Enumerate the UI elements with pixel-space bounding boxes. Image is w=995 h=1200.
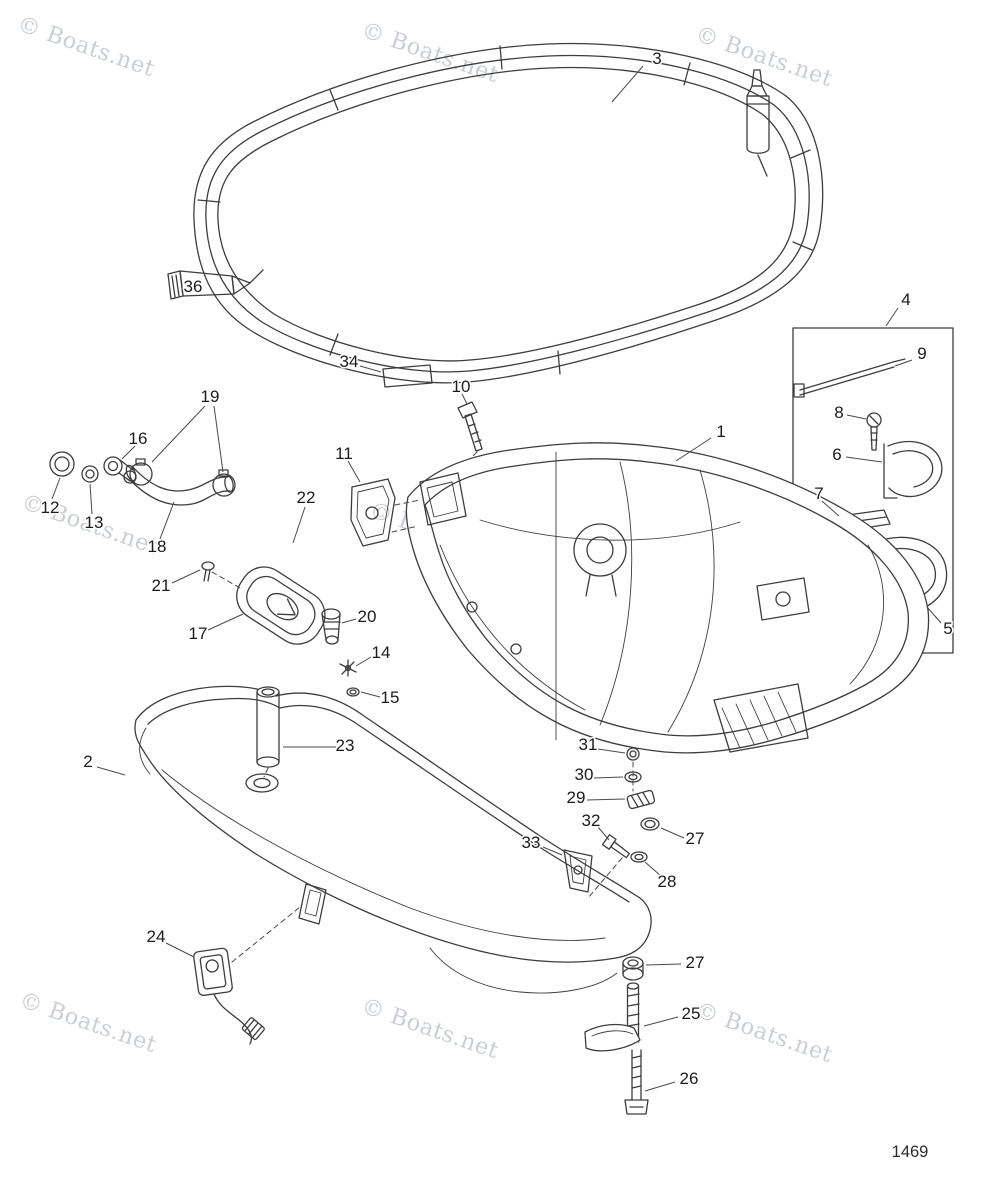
part-label-28: 28	[658, 872, 677, 891]
grommet-12-drawing	[49, 451, 75, 477]
part-label-33: 33	[522, 833, 541, 852]
part-label-16: 16	[129, 429, 148, 448]
hose-clamps-19-drawing	[129, 458, 236, 497]
hardware-stack-drawing	[587, 747, 660, 899]
part-label-22: 22	[297, 488, 316, 507]
part-label-17: 17	[189, 624, 208, 643]
part-label-34: 34	[340, 352, 359, 371]
part-label-19: 19	[201, 387, 220, 406]
page-code: 1469	[892, 1143, 929, 1161]
part-label-4: 4	[901, 290, 910, 309]
watermark: © Boats.net	[358, 993, 502, 1064]
part-label-13: 13	[85, 513, 104, 532]
sealant-tube-icon	[746, 69, 770, 177]
part-label-26: 26	[680, 1069, 699, 1088]
leader-lines	[51, 65, 942, 1092]
latch-plate-17-22-drawing	[236, 566, 326, 645]
clip-14-drawing	[339, 659, 357, 677]
part-label-25: 25	[682, 1004, 701, 1023]
clip-33-drawing	[563, 849, 593, 893]
upper-cowl-drawing	[405, 442, 930, 754]
fitting-20-drawing	[321, 608, 341, 645]
part-labels: 3 36 34 10 4 9 8 6 7 5 1 11 19 16 12 13 …	[39, 48, 954, 1090]
part-label-20: 20	[358, 607, 377, 626]
top-seal-drawing	[193, 42, 824, 384]
watermark: © Boats.net	[358, 17, 502, 88]
cap-27-drawing	[622, 956, 644, 981]
part-label-6: 6	[832, 445, 841, 464]
part-label-7: 7	[814, 484, 823, 503]
lower-cowl-drawing	[134, 685, 652, 994]
screw-21-drawing	[201, 561, 241, 589]
part-label-15: 15	[381, 688, 400, 707]
part-label-24: 24	[147, 927, 166, 946]
part-label-11: 11	[335, 444, 353, 463]
sealant-tube-36-icon	[167, 269, 264, 300]
part-label-5: 5	[943, 619, 952, 638]
part-label-14: 14	[372, 643, 391, 662]
part-label-9: 9	[917, 344, 926, 363]
bracket-11-drawing	[350, 478, 421, 547]
watermark: © Boats.net	[14, 11, 158, 82]
part-label-1: 1	[716, 422, 725, 441]
part-label-18: 18	[148, 537, 167, 556]
seal-strip-34-drawing	[382, 364, 433, 388]
part-label-31: 31	[579, 735, 598, 754]
part-label-12: 12	[41, 498, 60, 517]
part-label-27a: 27	[686, 829, 705, 848]
part-label-32: 32	[582, 811, 601, 830]
part-label-36: 36	[184, 277, 203, 296]
drain-tube-23-drawing	[256, 686, 280, 778]
ring-15-drawing	[346, 687, 360, 697]
watermark: © Boats.net	[16, 987, 160, 1058]
part-label-8: 8	[834, 403, 843, 422]
part-label-30: 30	[575, 765, 594, 784]
switch-24-drawing	[193, 906, 301, 1045]
part-label-3: 3	[652, 49, 661, 68]
part-label-23: 23	[336, 736, 355, 755]
bolt-26-drawing	[624, 1049, 649, 1115]
watermark: © Boats.net	[692, 997, 836, 1068]
part-label-27b: 27	[686, 953, 705, 972]
part-label-10: 10	[452, 377, 471, 396]
part-label-29: 29	[567, 788, 586, 807]
washer-13-drawing	[81, 465, 99, 483]
part-label-2: 2	[83, 752, 92, 771]
part-label-21: 21	[152, 576, 171, 595]
anode-25-drawing	[584, 982, 641, 1052]
watermark: © Boats.net	[692, 21, 836, 92]
